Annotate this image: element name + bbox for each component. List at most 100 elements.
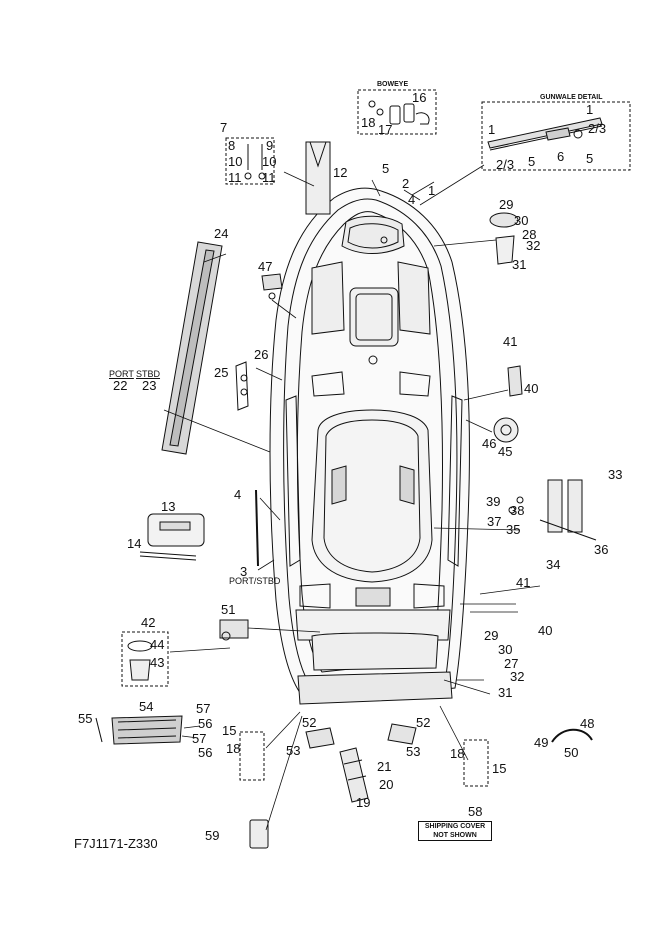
- port-caption: PORT: [109, 369, 134, 379]
- part-label: 1: [428, 183, 436, 198]
- part-label: 11: [262, 170, 276, 185]
- stbd-caption: STBD: [136, 369, 161, 379]
- part-label: 53: [406, 744, 421, 759]
- part-label: 45: [498, 444, 513, 459]
- part-label: 1: [586, 102, 594, 117]
- part-label: 56: [198, 716, 213, 731]
- part-label: 19: [356, 795, 371, 810]
- part-label: 12: [333, 165, 348, 180]
- part-label: 49: [534, 735, 549, 750]
- part-label: 44: [150, 637, 165, 652]
- part-label: 2: [402, 176, 410, 191]
- part-label: 42: [141, 615, 156, 630]
- side-rail: [161, 241, 223, 455]
- part-label: 36: [594, 542, 609, 557]
- part-label: 16: [412, 90, 427, 105]
- part-label: 5: [528, 154, 536, 169]
- cupholder-upper: [489, 212, 519, 265]
- part-label: 56: [198, 745, 213, 760]
- part-label: 14: [127, 536, 142, 551]
- part-label: 18: [450, 746, 465, 761]
- part-label: 32: [526, 238, 541, 253]
- part-label: 15: [222, 723, 237, 738]
- net-54: [95, 715, 183, 745]
- mount-33: [508, 479, 597, 541]
- handle-48: [551, 728, 593, 743]
- part-label: 41: [516, 575, 531, 590]
- part-label: 11: [228, 170, 242, 185]
- part-label: 21: [377, 759, 392, 774]
- shipping-line-1: SHIPPING COVER: [424, 823, 486, 830]
- part-label: 5: [586, 151, 594, 166]
- part-label: 53: [286, 743, 301, 758]
- part-label: 15: [492, 761, 507, 776]
- part-label: 40: [538, 623, 553, 638]
- part-label: 4: [234, 487, 242, 502]
- part-label: 7: [220, 120, 228, 135]
- part-label: 41: [503, 334, 518, 349]
- dial-45: [493, 417, 519, 443]
- part-label: 33: [608, 467, 623, 482]
- part-label: 50: [564, 745, 579, 760]
- part-label: 6: [557, 149, 565, 164]
- ladder-19: [339, 747, 369, 803]
- deck-hull: [269, 187, 470, 705]
- part-label: 1: [488, 122, 496, 137]
- step-insets: [239, 723, 489, 787]
- drain-upper: [507, 365, 523, 397]
- trim-strip: [255, 489, 259, 567]
- part-label: 20: [379, 777, 394, 792]
- part-label: 31: [498, 685, 513, 700]
- part-label: 35: [506, 522, 521, 537]
- part-label: 3: [240, 564, 248, 579]
- part-label: 8: [228, 138, 236, 153]
- part-label: 28: [522, 227, 537, 242]
- port-stbd-caption: PORT/STBD: [229, 576, 281, 586]
- part-label: 37: [487, 514, 502, 529]
- part-label: 10: [228, 154, 243, 169]
- part-label: 17: [378, 122, 393, 137]
- part-label: 26: [254, 347, 269, 362]
- part-label: 57: [196, 701, 211, 716]
- part-label: 30: [498, 642, 513, 657]
- part-label: 25: [214, 365, 229, 380]
- leader-lines: [163, 164, 541, 831]
- part-label: 46: [482, 436, 497, 451]
- part-label: 58: [468, 804, 483, 819]
- part-label: 51: [221, 602, 236, 617]
- part-label: 29: [499, 197, 514, 212]
- part-label: 57: [192, 731, 207, 746]
- part-label: 18: [226, 741, 241, 756]
- part-label: 52: [302, 715, 317, 730]
- part-label: 40: [524, 381, 539, 396]
- boweye-inset: [357, 89, 437, 135]
- fastener-inset: [225, 137, 331, 215]
- part-label: 29: [484, 628, 499, 643]
- drawing-code: F7J1171-Z330: [74, 836, 158, 851]
- part-label: 24: [214, 226, 229, 241]
- part-label: 48: [580, 716, 595, 731]
- part-label: 39: [486, 494, 501, 509]
- part-label: 4: [408, 192, 416, 207]
- boweye-caption: BOWEYE: [377, 81, 409, 88]
- part-label: 34: [546, 557, 561, 572]
- cooler-13: [139, 513, 205, 561]
- part-label: 18: [361, 115, 376, 130]
- part-label: 27: [504, 656, 519, 671]
- part-label: 31: [512, 257, 527, 272]
- part-label: 32: [510, 669, 525, 684]
- part-label: 47: [258, 259, 273, 274]
- part-label: 23: [142, 378, 157, 393]
- gunwale-detail-caption: GUNWALE DETAIL: [540, 94, 603, 101]
- part-label: 30: [514, 213, 529, 228]
- part-label: 59: [205, 828, 220, 843]
- part-label: 54: [139, 699, 154, 714]
- shipping-line-2: NOT SHOWN: [433, 832, 477, 839]
- clip-inset: [235, 361, 249, 411]
- shipping-cover-note: SHIPPING COVER NOT SHOWN: [418, 821, 492, 841]
- latch-51: [219, 619, 249, 641]
- part-label: 2/3: [588, 121, 607, 136]
- part-label: 13: [161, 499, 176, 514]
